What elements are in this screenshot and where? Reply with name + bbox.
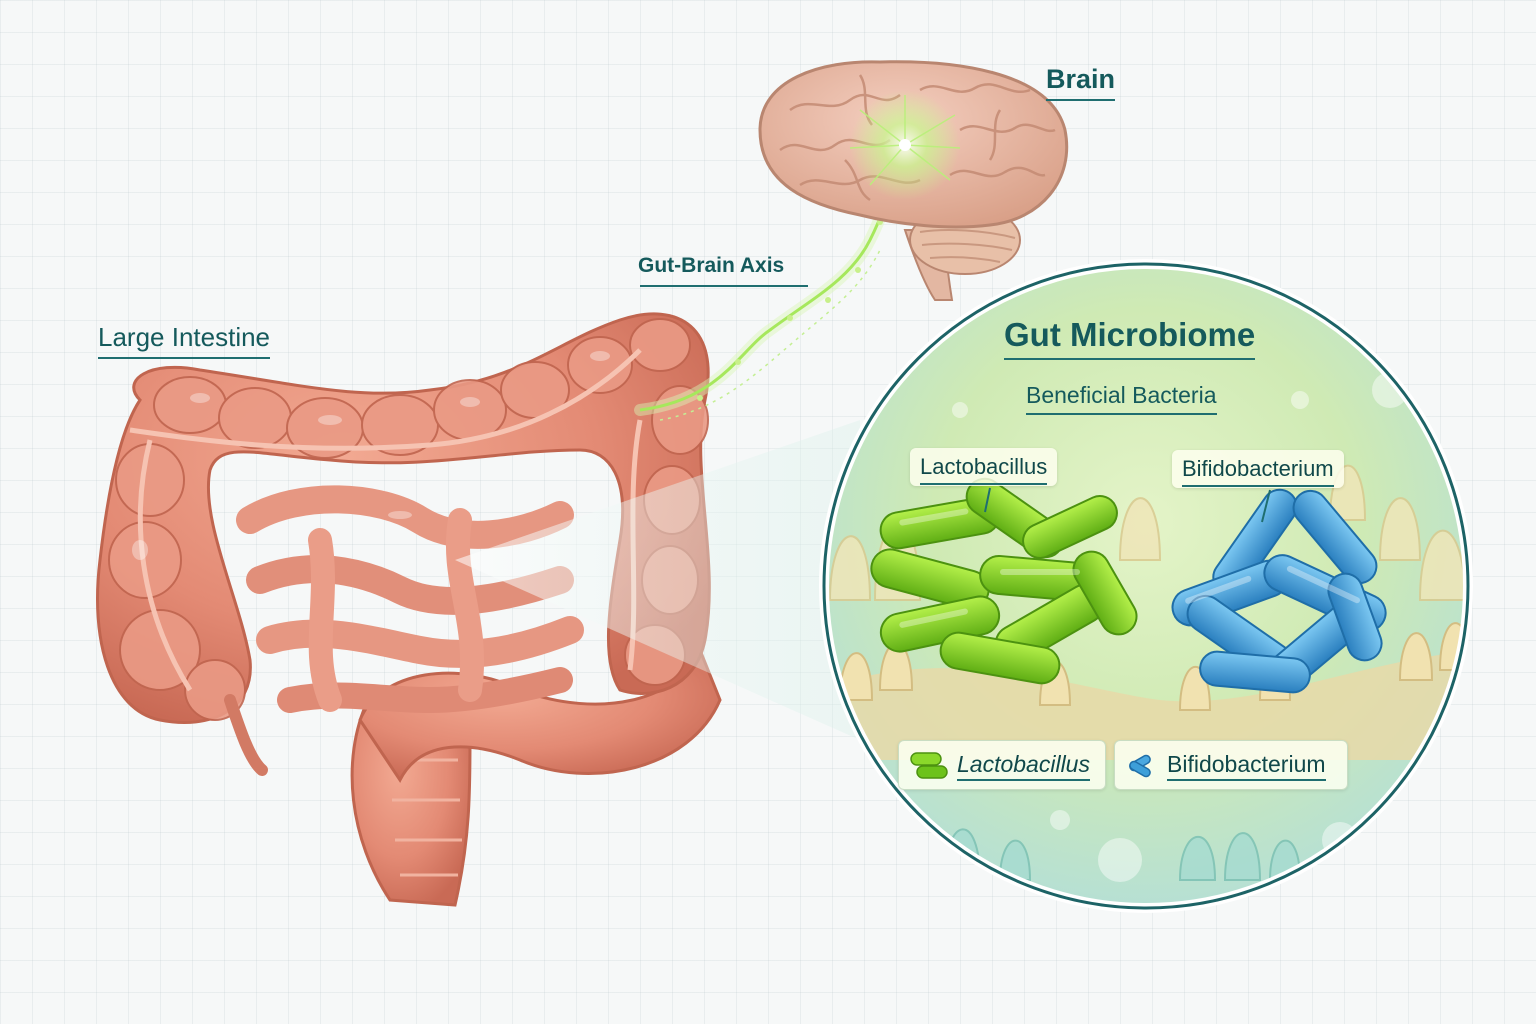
legend-lactobacillus-text: Lactobacillus	[957, 751, 1090, 781]
legend-lactobacillus: Lactobacillus	[898, 740, 1106, 790]
bifidobacterium-cluster	[1171, 488, 1387, 694]
lactobacillus-tag-text: Lactobacillus	[920, 454, 1048, 485]
zoom-cone	[455, 420, 860, 740]
brain-illustration	[758, 60, 1069, 301]
bifidobacterium-icon	[1129, 754, 1151, 778]
microbiome-panel	[819, 259, 1473, 913]
bifidobacterium-tag-text: Bifidobacterium	[1182, 456, 1334, 487]
gut-brain-axis-label: Gut-Brain Axis	[638, 254, 785, 277]
lactobacillus-icon	[910, 752, 948, 779]
legend-bifidobacterium-text: Bifidobacterium	[1167, 751, 1326, 781]
small-intestine-illustration	[236, 485, 584, 714]
bifidobacterium-tag: Bifidobacterium	[1172, 450, 1344, 488]
brain-label: Brain	[1046, 64, 1116, 101]
lactobacillus-tag: Lactobacillus	[910, 448, 1058, 486]
panel-subtitle: Beneficial Bacteria	[1026, 382, 1217, 415]
panel-title: Gut Microbiome	[1004, 316, 1256, 360]
large-intestine-label: Large Intestine	[98, 322, 271, 359]
lactobacillus-cluster	[870, 477, 1138, 685]
legend-bifidobacterium: Bifidobacterium	[1114, 740, 1348, 790]
